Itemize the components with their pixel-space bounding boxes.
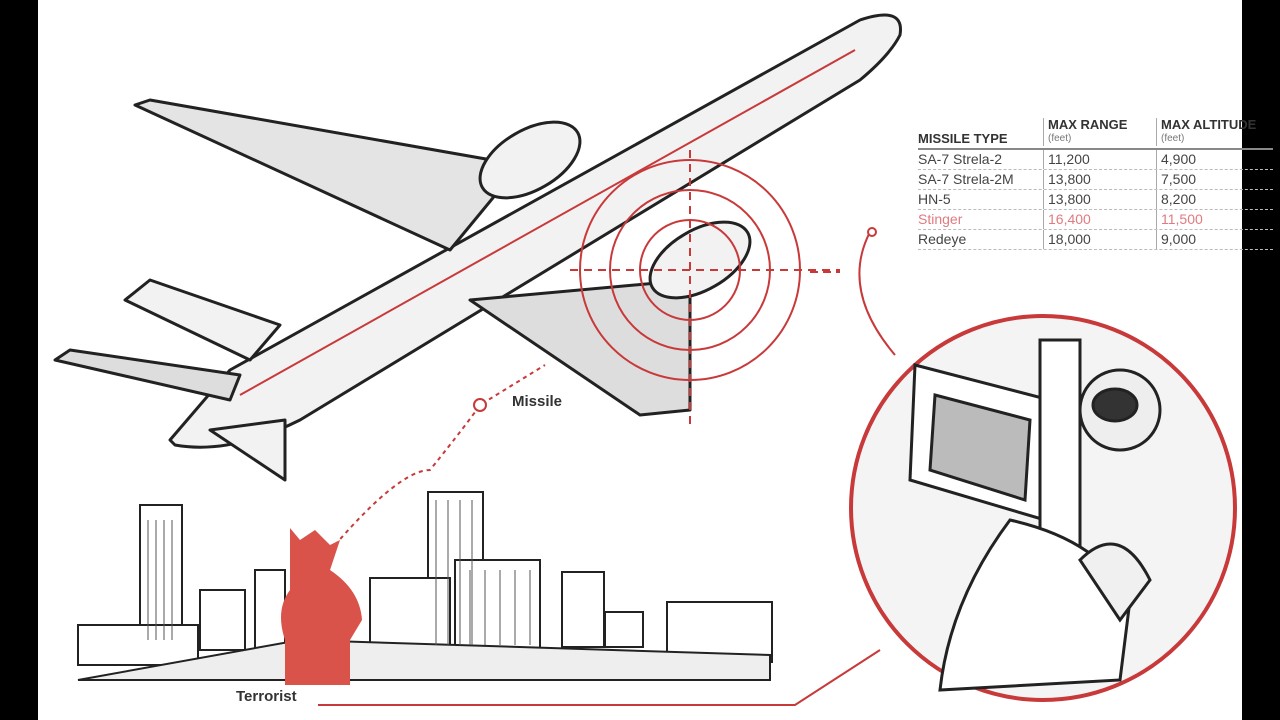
- target-rings: [570, 150, 840, 430]
- missile-type: Redeye: [918, 231, 967, 247]
- missile-type: SA-7 Strela-2M: [918, 171, 1014, 187]
- range-unit: (feet): [1048, 133, 1072, 144]
- missile-trail: [334, 364, 546, 546]
- max-range: 13,800: [1043, 190, 1156, 209]
- missile-type: HN-5: [918, 191, 951, 207]
- max-altitude: 8,200: [1156, 190, 1273, 209]
- airplane: [53, 13, 902, 482]
- header-max-range: MAX RANGE(feet): [1043, 118, 1156, 146]
- header-max-range-label: MAX RANGE: [1048, 117, 1128, 132]
- missile-type: SA-7 Strela-2: [918, 151, 1003, 167]
- max-altitude: 4,900: [1156, 150, 1273, 169]
- terrorist-silhouette: [281, 528, 362, 685]
- missile-label: Missile: [512, 393, 563, 410]
- header-max-altitude-label: MAX ALTITUDE: [1161, 117, 1257, 132]
- missile-marker: [473, 398, 487, 412]
- max-range: 16,400: [1043, 210, 1156, 229]
- max-altitude: 7,500: [1156, 170, 1273, 189]
- max-range: 18,000: [1043, 230, 1156, 249]
- header-max-altitude: MAX ALTITUDE(feet): [1156, 118, 1273, 146]
- missile-type: Stinger: [918, 211, 963, 227]
- altitude-unit: (feet): [1161, 133, 1185, 144]
- terrorist-label: Terrorist: [236, 688, 297, 705]
- infographic: Missile Terrorist MISSILE TYPE MAX RANGE…: [38, 0, 1273, 720]
- table-header: MISSILE TYPE MAX RANGE(feet) MAX ALTITUD…: [918, 118, 1273, 150]
- skyline-stripes: [147, 500, 531, 645]
- max-range: 11,200: [1043, 150, 1156, 169]
- city-skyline: [77, 491, 773, 681]
- connector-line: [318, 649, 881, 706]
- header-missile-type: MISSILE TYPE: [918, 131, 1008, 146]
- max-altitude: 9,000: [1156, 230, 1273, 249]
- illustration: [53, 13, 1237, 706]
- missile-table: MISSILE TYPE MAX RANGE(feet) MAX ALTITUD…: [918, 118, 1273, 250]
- pointer-arrow: [858, 231, 896, 356]
- stinger-operator-inset: [849, 314, 1237, 702]
- max-range: 13,800: [1043, 170, 1156, 189]
- max-altitude: 11,500: [1156, 210, 1273, 229]
